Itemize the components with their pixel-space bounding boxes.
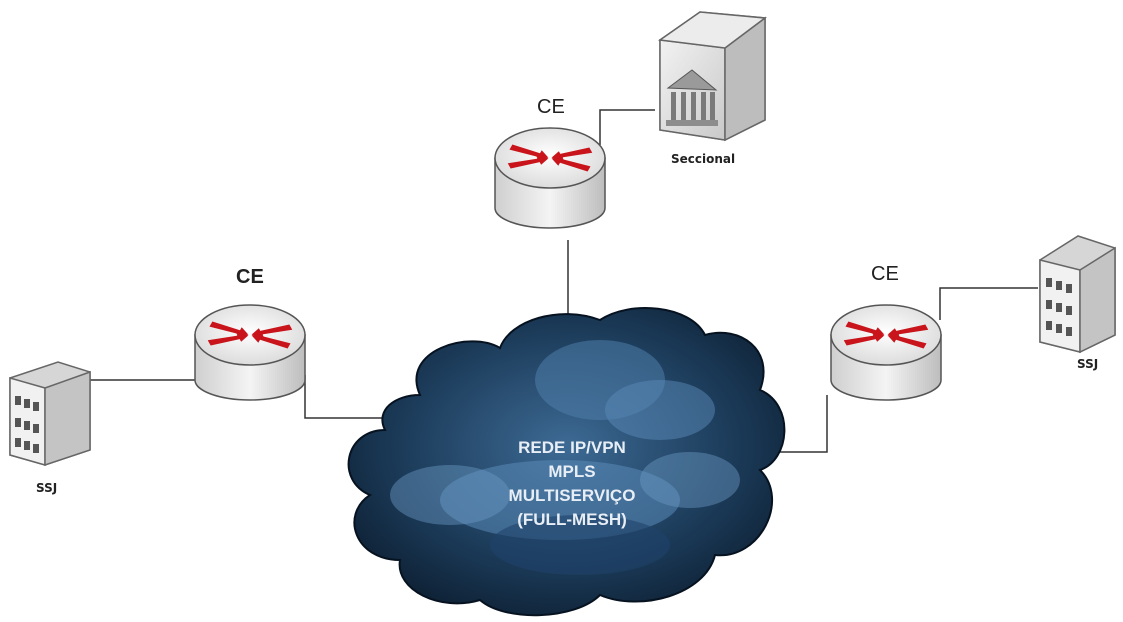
- router-top: [494, 127, 606, 229]
- right-ssj-building-icon: [1039, 235, 1116, 354]
- router-left: [194, 304, 306, 401]
- site-right-label: SSJ: [1077, 357, 1099, 371]
- router-top-label: CE: [537, 96, 565, 118]
- site-left-label: SSJ: [36, 481, 58, 495]
- cloud-line-2: MPLS: [548, 462, 596, 481]
- seccional-building-icon: [657, 11, 768, 142]
- cloud-label: REDE IP/VPN MPLS MULTISERVIÇO (FULL-MESH…: [452, 436, 692, 532]
- link-left-router-cloud: [304, 375, 392, 419]
- router-right-label: CE: [871, 263, 899, 285]
- router-left-label: CE: [236, 266, 264, 288]
- site-top-label: Seccional: [671, 152, 736, 166]
- cloud-line-3: MULTISERVIÇO: [508, 486, 636, 505]
- router-right: [830, 304, 942, 401]
- cloud-line-4: (FULL-MESH): [517, 510, 627, 529]
- cloud-line-1: REDE IP/VPN: [518, 438, 626, 457]
- mpls-cloud: [347, 307, 786, 617]
- link-right-router-ssj: [939, 287, 1038, 320]
- left-ssj-building-icon: [9, 361, 91, 467]
- link-top-router-seccional: [599, 109, 655, 145]
